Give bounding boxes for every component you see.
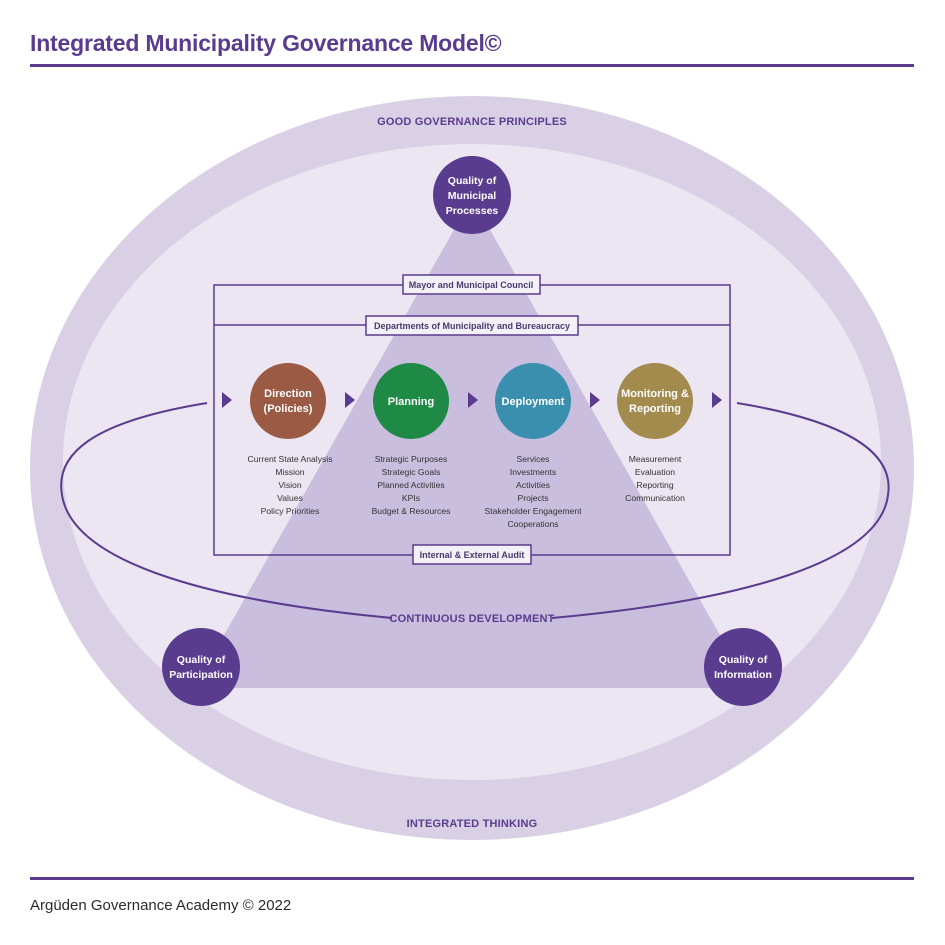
mayor-box	[402, 274, 541, 295]
loop-left-arc	[60, 402, 393, 619]
list-item: Planned Activities	[377, 480, 444, 490]
list-item: Investments	[510, 467, 556, 477]
audit-label: Internal & External Audit	[420, 550, 525, 560]
list-item: Evaluation	[635, 467, 675, 477]
quality-participation-line1: Quality of	[177, 654, 226, 666]
arrow-right-icon	[345, 392, 355, 408]
page-title: Integrated Municipality Governance Model…	[30, 30, 502, 56]
monitoring-items: Measurement Evaluation Reporting Communi…	[625, 454, 685, 503]
monitoring-circle	[617, 363, 693, 439]
quality-information-line1: Quality of	[719, 654, 768, 666]
stage-direction: Direction (Policies)	[250, 363, 326, 439]
direction-items: Current State Analysis Mission Vision Va…	[247, 454, 332, 516]
monitoring-label-line1: Monitoring &	[621, 388, 689, 400]
list-item: Mission	[275, 467, 304, 477]
arrow-right-icon	[712, 392, 722, 408]
list-item: Strategic Purposes	[375, 454, 448, 464]
quality-information-node: Quality of Information	[704, 628, 782, 706]
quality-processes-line3: Processes	[446, 205, 499, 217]
list-item: Strategic Goals	[382, 467, 441, 477]
deployment-circle	[495, 363, 571, 439]
quality-processes-circle	[433, 156, 511, 234]
quality-processes-line2: Municipal	[448, 190, 497, 202]
direction-label-line2: (Policies)	[264, 403, 313, 415]
quality-processes-line1: Quality of	[448, 175, 497, 187]
direction-label-line1: Direction	[264, 388, 312, 400]
audit-box	[412, 544, 532, 565]
good-governance-label: GOOD GOVERNANCE PRINCIPLES	[377, 116, 567, 128]
continuous-development-label: CONTINUOUS DEVELOPMENT	[389, 613, 554, 625]
quality-information-line2: Information	[714, 669, 772, 681]
bottom-divider	[30, 877, 914, 880]
stage-deployment: Deployment	[495, 363, 571, 439]
planning-label: Planning	[388, 396, 434, 408]
list-item: Stakeholder Engagement	[485, 506, 583, 516]
arrow-right-icon	[222, 392, 232, 408]
footer-credit: Argüden Governance Academy © 2022	[30, 897, 292, 914]
departments-box	[365, 315, 579, 336]
list-item: Vision	[278, 480, 301, 490]
list-item: Measurement	[629, 454, 682, 464]
quality-participation-line2: Participation	[169, 669, 233, 681]
integrated-thinking-label: INTEGRATED THINKING	[407, 818, 538, 830]
deployment-label: Deployment	[502, 396, 565, 408]
list-item: Reporting	[636, 480, 673, 490]
list-item: KPIs	[402, 493, 420, 503]
quality-processes-node: Quality of Municipal Processes	[433, 156, 511, 234]
list-item: Values	[277, 493, 303, 503]
planning-items: Strategic Purposes Strategic Goals Plann…	[372, 454, 451, 516]
quality-participation-node: Quality of Participation	[162, 628, 240, 706]
deployment-items: Services Investments Activities Projects…	[485, 454, 583, 529]
loop-right-arc	[551, 402, 890, 619]
stage-planning: Planning	[373, 363, 449, 439]
mayor-label: Mayor and Municipal Council	[409, 280, 534, 290]
list-item: Activities	[516, 480, 550, 490]
top-divider	[30, 64, 914, 67]
list-item: Services	[517, 454, 550, 464]
list-item: Projects	[517, 493, 548, 503]
departments-label: Departments of Municipality and Bureaucr…	[374, 321, 570, 331]
arrow-right-icon	[468, 392, 478, 408]
arrow-right-icon	[590, 392, 600, 408]
list-item: Current State Analysis	[247, 454, 332, 464]
monitoring-label-line2: Reporting	[629, 403, 681, 415]
planning-circle	[373, 363, 449, 439]
quality-information-circle	[704, 628, 782, 706]
direction-circle	[250, 363, 326, 439]
list-item: Cooperations	[507, 519, 558, 529]
list-item: Communication	[625, 493, 685, 503]
quality-triangle	[194, 198, 750, 688]
quality-participation-circle	[162, 628, 240, 706]
list-item: Budget & Resources	[372, 506, 451, 516]
list-item: Policy Priorities	[261, 506, 320, 516]
stage-monitoring: Monitoring & Reporting	[617, 363, 693, 439]
